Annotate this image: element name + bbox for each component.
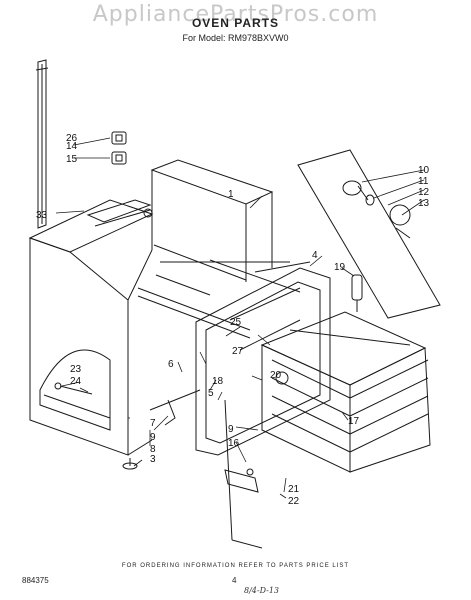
callout-20: 20 — [270, 370, 282, 381]
callout-26: 26 — [66, 133, 78, 144]
callout-7: 7 — [150, 418, 156, 429]
knob-parts — [111, 131, 127, 165]
callout-25: 25 — [230, 317, 242, 328]
callout-18: 18 — [212, 376, 224, 387]
site-watermark: AppliancePartsPros.com — [92, 2, 379, 27]
model-line: For Model: RM978BXVW0 — [182, 33, 289, 43]
handwritten-note: 8/4-D-13 — [244, 586, 280, 595]
trim-strip-part — [35, 59, 49, 229]
callout-1: 1 — [228, 189, 234, 200]
callout-labels: 1 3 4 5 6 7 8 9 9 10 11 12 13 14 15 16 1… — [36, 133, 430, 507]
oven-liner-part — [260, 311, 431, 473]
callout-4: 4 — [312, 250, 318, 261]
callout-10: 10 — [418, 165, 430, 176]
leveling-leg-part — [54, 382, 176, 470]
callout-12: 12 — [418, 187, 430, 198]
frame-gasket-part — [195, 267, 331, 456]
callout-11: 11 — [418, 176, 429, 187]
callout-24: 24 — [70, 376, 82, 387]
callout-21: 21 — [288, 484, 300, 495]
bake-element-part — [224, 399, 263, 549]
cabinet-frame-part — [143, 159, 290, 282]
callout-27: 27 — [232, 346, 244, 357]
callout-22: 22 — [288, 496, 300, 507]
sensor-part — [351, 274, 363, 312]
callout-6: 6 — [168, 359, 174, 370]
callout-5: 5 — [208, 388, 214, 399]
lamp-assembly-part — [297, 149, 441, 319]
callout-19: 19 — [334, 262, 346, 273]
inner-brackets — [137, 259, 311, 411]
cabinet-side-panel — [28, 199, 154, 456]
callout-14: 14 — [66, 141, 78, 152]
diagram-title: OVEN PARTS — [191, 16, 280, 30]
callout-3: 3 — [150, 454, 156, 465]
page-number: 4 — [232, 576, 237, 585]
document-code: 884375 — [22, 576, 49, 585]
callout-9-right: 9 — [228, 424, 234, 435]
ordering-note: FOR ORDERING INFORMATION REFER TO PARTS … — [121, 563, 350, 569]
callout-23: 23 — [70, 364, 82, 375]
callout-15: 15 — [66, 154, 78, 165]
callout-16: 16 — [228, 438, 240, 449]
callout-leaders — [55, 137, 425, 499]
callout-9-left: 9 — [150, 432, 156, 443]
callout-17: 17 — [348, 416, 360, 427]
callout-33: 33 — [36, 210, 48, 221]
callout-8: 8 — [150, 444, 156, 455]
callout-13: 13 — [418, 198, 430, 209]
